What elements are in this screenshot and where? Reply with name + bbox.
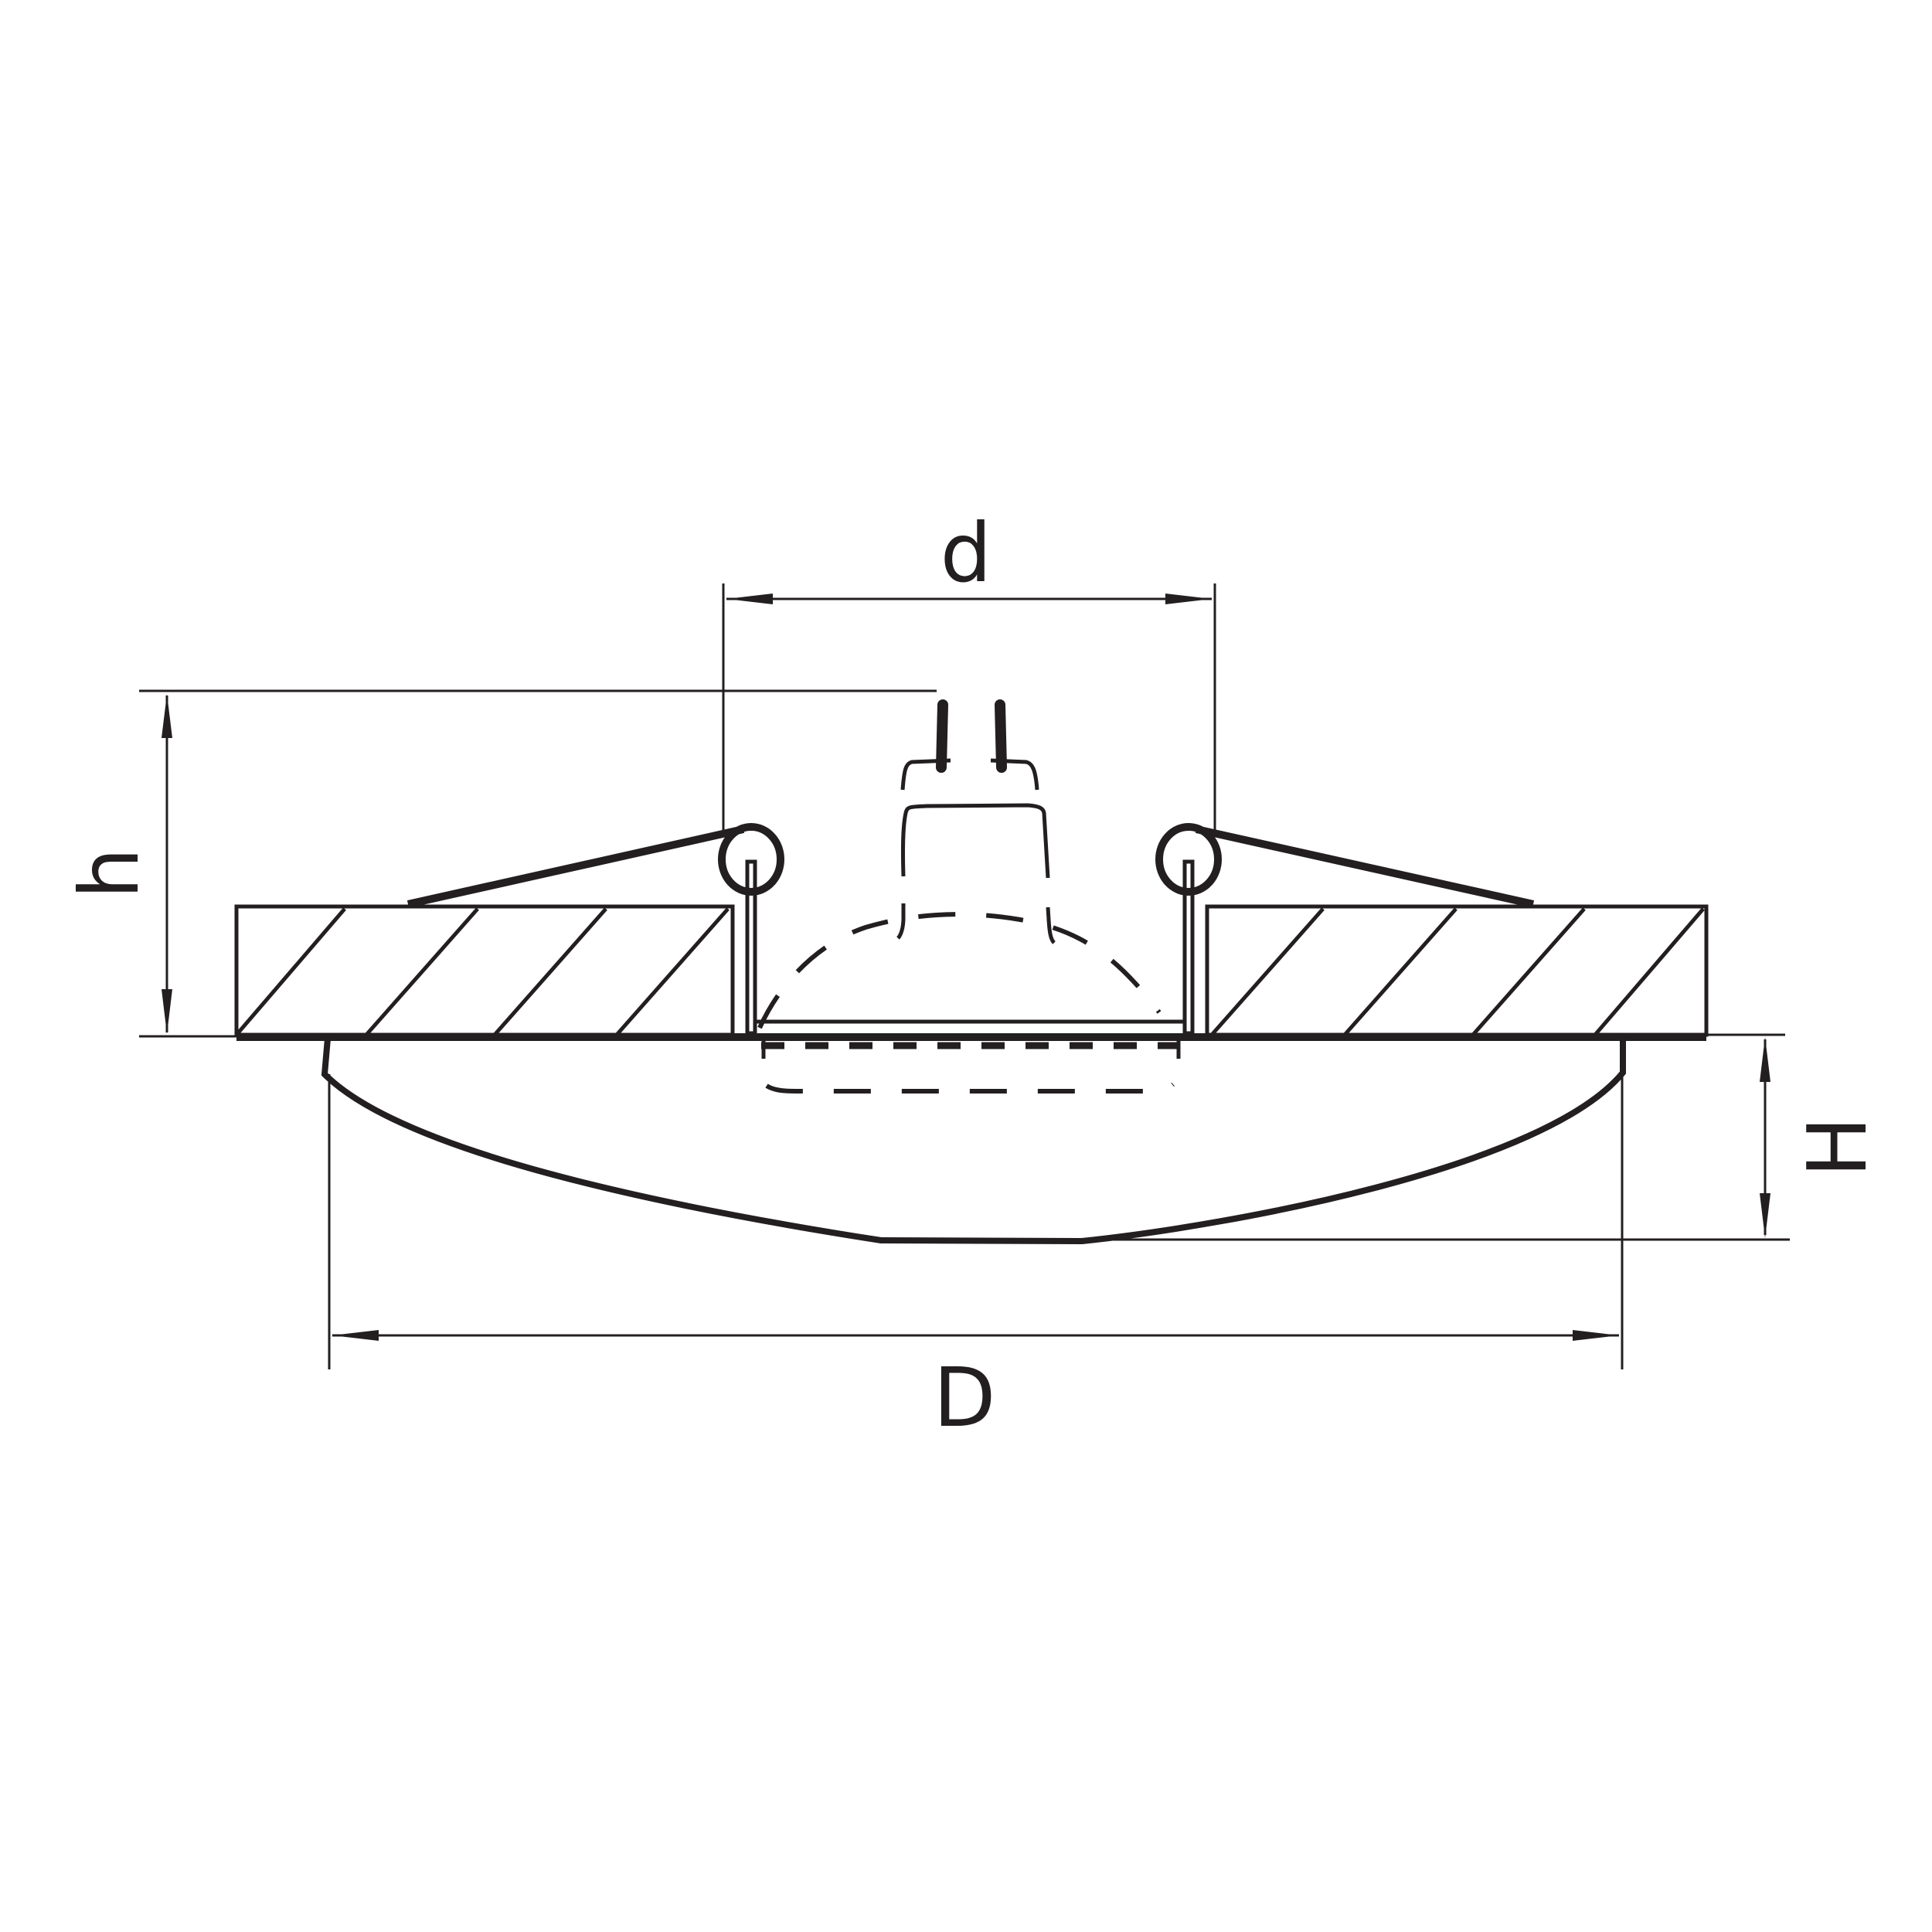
dimension-label-h: h	[63, 848, 157, 900]
ceiling-panel-right	[1205, 904, 1709, 1037]
mounting-ring	[753, 1019, 1185, 1094]
dimension-label-D: D	[934, 1351, 996, 1445]
dimension-h: h	[63, 689, 937, 1038]
ceiling-panel-left	[234, 904, 735, 1037]
dimension-H: H	[1051, 1037, 1885, 1241]
lamp-bulb	[757, 699, 1162, 1029]
spring-clip-left	[406, 823, 784, 1036]
dimension-label-H: H	[1791, 1117, 1885, 1178]
spring-clip-right	[1155, 823, 1535, 1036]
dimension-label-d: d	[940, 506, 992, 600]
glass-diffuser-bowl	[321, 1038, 1626, 1245]
dimension-D: D	[328, 1074, 1624, 1445]
dimension-d: d	[722, 506, 1216, 831]
